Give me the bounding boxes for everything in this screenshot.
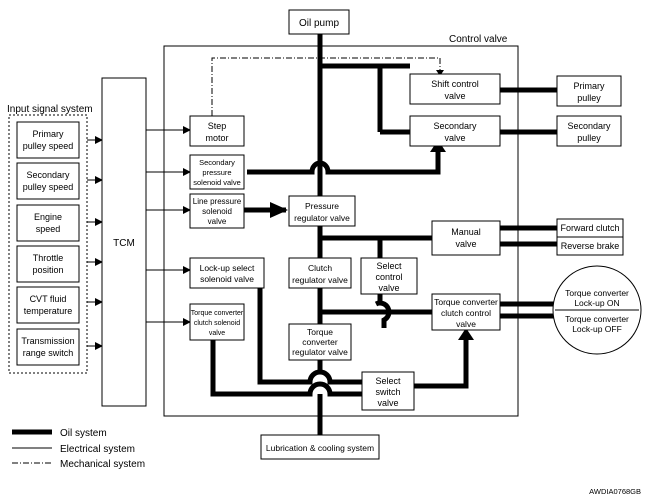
select-switch-valve-line2: switch <box>375 387 400 397</box>
shift-control-valve-line2: valve <box>444 91 465 101</box>
input-engine-speed-line2: speed <box>36 224 61 234</box>
control-valve-label: Control valve <box>449 34 508 45</box>
tc-clutch-control-valve-box <box>431 293 501 331</box>
tcm-box <box>101 77 147 407</box>
oil-pump-box <box>288 9 350 35</box>
select-switch-valve-line3: valve <box>377 398 398 408</box>
tc-clutch-control-valve-line2: clutch control <box>441 308 491 318</box>
lockup-select-solenoid-line2: solenoid valve <box>200 274 254 284</box>
secondary-pulley-line1: Secondary <box>567 121 611 131</box>
step-motor-line1: Step <box>208 121 227 131</box>
solenoid-boxes: Step motor Secondary pressure solenoid v… <box>189 115 265 341</box>
reverse-brake-label: Reverse brake <box>561 241 620 251</box>
pressure-regulator-box <box>288 195 356 227</box>
input-engine-speed-line1: Engine <box>34 212 62 222</box>
tc-clutch-solenoid-line2: clutch solenoid <box>194 320 240 327</box>
lockup-off-line1: Torque converter <box>565 314 629 324</box>
sec-pressure-solenoid-box <box>189 154 245 190</box>
input-range-switch-line1: Transmission <box>21 336 74 346</box>
clutch-regulator-line1: Clutch <box>308 263 332 273</box>
tc-clutch-solenoid-box <box>189 303 245 341</box>
lubrication-label: Lubrication & cooling system <box>266 443 374 453</box>
lockup-off-line2: Lock-up OFF <box>572 324 622 334</box>
input-primary-pulley-line1: Primary <box>33 129 64 139</box>
secondary-pulley-box <box>556 115 622 147</box>
input-cvt-fluid-line1: CVT fluid <box>30 294 67 304</box>
step-motor-box <box>189 115 245 147</box>
shift-control-valve-box <box>409 73 501 105</box>
lockup-select-solenoid-box <box>189 257 265 289</box>
lubrication-box <box>260 434 380 460</box>
forward-clutch-label: Forward clutch <box>560 223 619 233</box>
secondary-valve-line1: Secondary <box>433 121 477 131</box>
legend-electrical-label: Electrical system <box>60 444 135 455</box>
tc-regulator-line3: regulator valve <box>292 347 348 357</box>
sec-pressure-solenoid-line1: Secondary <box>199 158 235 167</box>
sec-pressure-solenoid-line2: pressure <box>202 168 231 177</box>
lockup-circle: Torque converter Lock-up ON Torque conve… <box>552 265 642 355</box>
input-range-switch-line2: range switch <box>23 348 74 358</box>
sec-pressure-solenoid-line3: solenoid valve <box>193 178 241 187</box>
legend-oil-label: Oil system <box>60 428 107 439</box>
select-control-valve-line2: control <box>375 272 402 282</box>
pressure-regulator-line1: Pressure <box>305 201 339 211</box>
line-pressure-solenoid-box <box>189 193 245 229</box>
tc-clutch-control-valve-line3: valve <box>456 319 476 329</box>
primary-pulley-line2: pulley <box>577 93 601 103</box>
input-boxes: Primary pulley speed Secondary pulley sp… <box>16 121 80 366</box>
manual-valve-line2: valve <box>455 239 476 249</box>
input-secondary-pulley-line2: pulley speed <box>23 182 74 192</box>
input-secondary-pulley-line1: Secondary <box>26 170 70 180</box>
tc-regulator-line2: converter <box>302 337 338 347</box>
reverse-brake-box <box>556 236 624 256</box>
legend: Oil system Electrical system Mechanical … <box>12 428 145 470</box>
tc-clutch-solenoid-line1: Torque converter <box>191 310 244 317</box>
tcm-label: TCM <box>113 238 135 249</box>
select-switch-valve-box <box>361 371 415 411</box>
clutch-regulator-box <box>288 257 352 289</box>
select-switch-valve-line1: Select <box>375 376 401 386</box>
legend-mechanical-label: Mechanical system <box>60 459 145 470</box>
select-control-valve-line3: valve <box>378 283 399 293</box>
select-control-valve-line1: Select <box>376 261 402 271</box>
input-cvt-fluid-line2: temperature <box>24 306 73 316</box>
secondary-pulley-line2: pulley <box>577 133 601 143</box>
select-control-valve-box <box>360 257 418 295</box>
figure-code: AWDIA0768GB <box>589 487 641 496</box>
input-throttle-line2: position <box>32 265 63 275</box>
shift-control-valve-line1: Shift control <box>431 79 479 89</box>
lockup-on-line2: Lock-up ON <box>574 298 619 308</box>
line-pressure-solenoid-line1: Line pressure <box>193 197 242 206</box>
input-signal-system-label: Input signal system <box>7 104 93 115</box>
tc-regulator-line1: Torque <box>307 327 333 337</box>
valve-boxes: Shift control valve Secondary valve Prim… <box>260 73 624 460</box>
secondary-valve-box <box>409 115 501 147</box>
tc-clutch-solenoid-line3: valve <box>209 330 225 337</box>
primary-pulley-box <box>556 75 622 107</box>
oil-lines <box>210 34 557 435</box>
electrical-lines <box>87 126 191 350</box>
oil-pump-label: Oil pump <box>299 18 339 29</box>
clutch-regulator-line2: regulator valve <box>292 275 348 285</box>
control-valve-frame <box>163 45 519 417</box>
tc-regulator-box <box>288 323 352 361</box>
line-pressure-solenoid-line3: valve <box>208 217 227 226</box>
primary-pulley-line1: Primary <box>574 81 605 91</box>
lockup-select-solenoid-line1: Lock-up select <box>200 263 255 273</box>
pressure-regulator-line2: regulator valve <box>294 213 350 223</box>
manual-valve-line1: Manual <box>451 227 481 237</box>
input-throttle-line1: Throttle <box>33 253 64 263</box>
line-pressure-solenoid-line2: solenoid <box>202 207 232 216</box>
tc-clutch-control-valve-line1: Torque converter <box>434 297 498 307</box>
input-primary-pulley-line2: pulley speed <box>23 141 74 151</box>
manual-valve-box <box>431 220 501 256</box>
lockup-on-line1: Torque converter <box>565 288 629 298</box>
secondary-valve-line2: valve <box>444 133 465 143</box>
step-motor-line2: motor <box>205 133 228 143</box>
